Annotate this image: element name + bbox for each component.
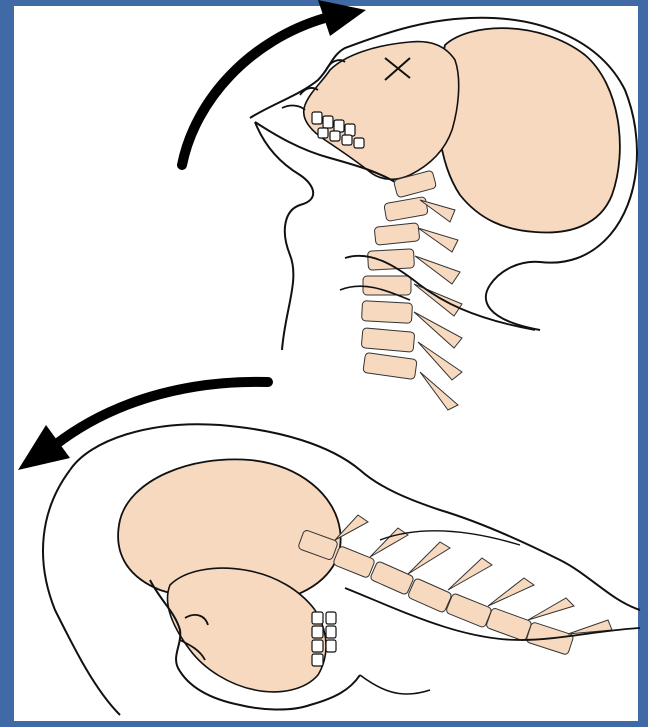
extension-cervical-spine (361, 170, 462, 410)
extension-skull (438, 28, 620, 232)
flexion-cervical-spine (298, 515, 612, 655)
extension-panel (182, 0, 637, 410)
extension-face-bones (304, 42, 459, 180)
flexion-panel (18, 382, 640, 715)
